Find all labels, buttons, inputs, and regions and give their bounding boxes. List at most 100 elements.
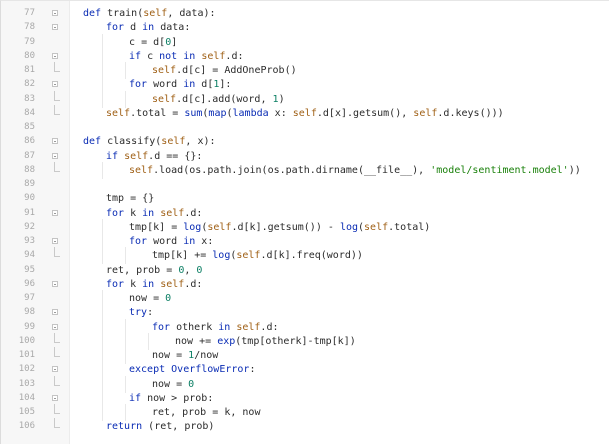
indent-guide (102, 247, 103, 265)
indent-guide (125, 247, 126, 265)
fold-end-marker-icon (54, 332, 60, 343)
fold-toggle-icon[interactable] (52, 138, 58, 145)
line-number: 95 (24, 264, 35, 275)
code-text: for k in self.d: (106, 207, 203, 219)
code-text: try: (129, 307, 154, 319)
line-number: 82 (24, 79, 35, 90)
code-text: for word in x: (129, 236, 214, 247)
code-line[interactable]: 98 try: (1, 304, 609, 322)
indent-guide (125, 347, 126, 364)
indent-guide (125, 404, 126, 421)
code-text: if self.d == {}: (106, 150, 203, 162)
line-number: 93 (24, 236, 35, 246)
code-line[interactable]: 88 self.load(os.path.join(os.path.dirname… (1, 161, 609, 179)
code-line[interactable]: 89 (1, 176, 609, 193)
code-text: except OverflowError: (129, 364, 256, 376)
fold-toggle-icon[interactable] (52, 394, 58, 401)
line-number: 84 (24, 107, 35, 118)
line-number: 104 (18, 392, 35, 403)
indent-guide (102, 389, 103, 407)
code-line[interactable]: 78 for d in data: (1, 19, 609, 36)
fold-toggle-icon[interactable] (52, 323, 58, 330)
code-text: tmp[k] += log(self.d[k].freq(word)) (152, 250, 363, 262)
code-text: self.load(os.path.join(os.path.dirname(_… (129, 164, 581, 176)
code-line[interactable]: 82 for word in d[1]: (1, 76, 609, 94)
code-text: now = 1/now (152, 350, 219, 361)
fold-toggle-icon[interactable] (52, 152, 58, 159)
code-text: def classify(self, x): (83, 136, 216, 148)
code-line[interactable]: 102 except OverflowError: (1, 361, 609, 379)
code-text: self.d[c].add(word, 1) (152, 93, 285, 105)
code-text: for d in data: (106, 22, 191, 34)
line-number: 97 (24, 293, 35, 303)
indent-guide (102, 33, 103, 51)
code-line[interactable]: 105 ret, prob = k, now (1, 404, 609, 421)
fold-toggle-icon[interactable] (52, 10, 58, 16)
indent-guide (125, 90, 126, 108)
line-number: 103 (18, 378, 35, 389)
fold-toggle-icon[interactable] (52, 309, 58, 316)
code-line[interactable]: 96 for k in self.d: (1, 276, 609, 293)
fold-toggle-icon[interactable] (52, 209, 58, 216)
fold-end-marker-icon (54, 90, 60, 101)
line-number: 102 (18, 364, 35, 375)
code-line[interactable]: 103 now = 0 (1, 375, 609, 393)
code-line[interactable]: 101 now = 1/now (1, 347, 609, 364)
line-number: 101 (18, 350, 35, 360)
code-line[interactable]: 85 (1, 119, 609, 136)
indent-guide (102, 361, 103, 379)
code-text: for word in d[1]: (129, 79, 232, 91)
fold-toggle-icon[interactable] (52, 366, 58, 373)
code-line[interactable]: 99 for otherk in self.d: (1, 318, 609, 336)
fold-toggle-icon[interactable] (52, 52, 58, 59)
code-line[interactable]: 93 for word in x: (1, 233, 609, 250)
line-number: 99 (24, 321, 35, 332)
fold-end-marker-icon (54, 247, 60, 258)
code-text: for otherk in self.d: (152, 321, 279, 333)
line-number: 88 (24, 164, 35, 175)
line-number: 98 (24, 307, 35, 318)
indent-guide (125, 62, 126, 79)
code-text: now = 0 (152, 378, 195, 390)
indent-guide (102, 233, 103, 250)
indent-guide (102, 90, 103, 108)
code-text: self.total = sum(map(lambda x: self.d[x]… (106, 107, 504, 119)
fold-end-marker-icon (54, 104, 60, 115)
line-number: 105 (18, 407, 35, 417)
indent-guide (102, 161, 103, 179)
code-line[interactable]: 84 self.total = sum(map(lambda x: self.d[… (1, 104, 609, 122)
code-text: now += exp(tmp[otherk]-tmp[k]) (175, 335, 356, 347)
indent-guide (148, 332, 149, 350)
code-text: for k in self.d: (106, 278, 203, 290)
fold-toggle-icon[interactable] (52, 24, 58, 31)
indent-guide (102, 76, 103, 94)
line-number: 78 (24, 22, 35, 33)
line-number: 79 (24, 36, 35, 47)
fold-toggle-icon[interactable] (52, 238, 58, 244)
fold-toggle-icon[interactable] (52, 280, 58, 287)
indent-guide (102, 304, 103, 322)
line-number: 96 (24, 278, 35, 289)
indent-guide (125, 375, 126, 393)
code-text: ret, prob = k, now (152, 407, 261, 418)
code-text: self.d[c] = AddOneProb() (152, 65, 297, 76)
fold-toggle-icon[interactable] (52, 81, 58, 88)
code-text: if c not in self.d: (129, 50, 244, 62)
